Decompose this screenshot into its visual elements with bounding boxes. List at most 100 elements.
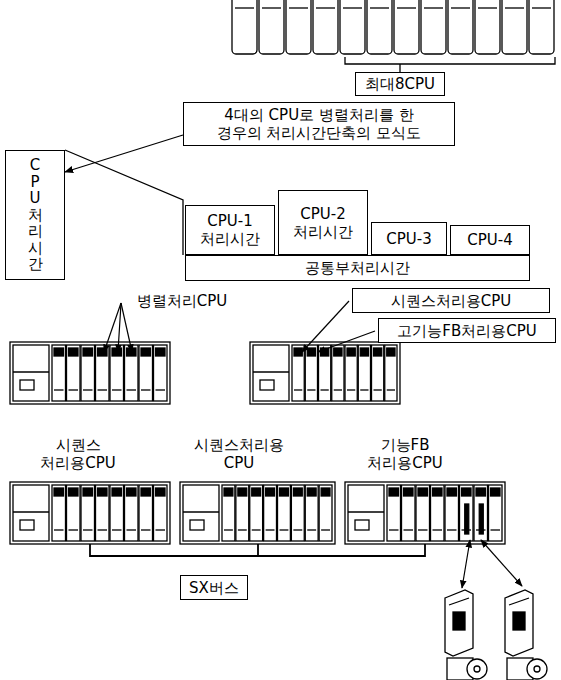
module-line (156, 389, 166, 390)
node-text: 시퀀스처리용CPU (391, 292, 512, 310)
module-led (433, 488, 443, 496)
module-line (83, 389, 93, 390)
module-line (141, 389, 151, 390)
module-led (83, 488, 93, 496)
module-line (397, 7, 416, 8)
bus-label-box: SX버스 (180, 575, 248, 600)
io-module (96, 485, 110, 541)
module-led (54, 348, 64, 356)
cpu-module (529, 0, 554, 54)
module-line (532, 7, 551, 8)
max-cpu-label-box: 최대8CPU (355, 72, 445, 96)
module-line (370, 7, 389, 8)
leader-arrows (90, 301, 522, 588)
module-line (334, 389, 342, 390)
node-text: CPU-4 (467, 231, 512, 249)
module-line (360, 389, 368, 390)
module-line (127, 389, 137, 390)
io-module (445, 485, 459, 541)
module-line (321, 529, 330, 530)
io-module (345, 345, 357, 401)
power-supply-line (183, 511, 219, 512)
motor-flange (527, 659, 547, 679)
module-line (83, 529, 93, 530)
module-led (347, 348, 355, 356)
common-time-bar: 공통부처리시간 (185, 255, 530, 281)
rack-function-fb (345, 482, 505, 544)
rack-sequence-2 (180, 482, 335, 544)
motor-flange (467, 659, 487, 679)
node-text: CPU-1 처리시간 (192, 212, 268, 248)
module-line (98, 529, 108, 530)
power-supply-line (348, 511, 384, 512)
io-module (154, 485, 168, 541)
power-supply (13, 485, 49, 541)
io-module (236, 485, 249, 541)
io-module (319, 345, 331, 401)
leader-arrow (121, 303, 132, 352)
module-line (280, 529, 289, 530)
io-module (387, 485, 401, 541)
io-module (110, 485, 124, 541)
io-module (358, 345, 370, 401)
rack-base (345, 482, 505, 544)
node-text: CPU-2 처리시간 (285, 205, 361, 241)
io-module (67, 485, 81, 541)
module-led (156, 488, 166, 496)
module-led (294, 348, 302, 356)
leader-arrow (104, 303, 121, 352)
io-module (305, 485, 318, 541)
module-line (293, 529, 302, 530)
power-supply-line (13, 511, 49, 512)
module-line (112, 389, 122, 390)
module-line (478, 7, 497, 8)
module-line (235, 7, 254, 8)
module-line (404, 529, 414, 530)
rack-parallel (10, 342, 170, 404)
leader-arrow (302, 301, 349, 352)
amp-line (509, 598, 529, 605)
module-line (307, 529, 316, 530)
module-line (54, 529, 64, 530)
module-led (266, 488, 275, 496)
io-module (250, 485, 263, 541)
module-line (266, 529, 275, 530)
io-module (125, 485, 139, 541)
module-led (112, 348, 122, 356)
module-led (54, 488, 64, 496)
node-text: 공통부처리시간 (305, 259, 410, 277)
module-line (262, 7, 281, 8)
callout-box: 시퀀스처리용CPU (352, 288, 550, 313)
connector (479, 504, 483, 534)
leader-arrow (318, 331, 375, 352)
cpu-time-bar: CPU-3 (371, 222, 447, 255)
module-led (293, 488, 302, 496)
amp-line (449, 598, 469, 605)
servo-amplifier (445, 590, 473, 656)
connector (465, 504, 469, 534)
cpu-time-bar: CPU-1 처리시간 (185, 205, 275, 255)
module-led (491, 488, 501, 496)
part-label: 시퀀스 처리용CPU (28, 436, 128, 472)
module-line (54, 389, 64, 390)
module-led (476, 488, 486, 496)
cpu-module (286, 0, 311, 54)
module-led (156, 348, 166, 356)
io-module (67, 345, 81, 401)
module-line (418, 529, 428, 530)
module-line (491, 529, 501, 530)
module-led (69, 488, 79, 496)
module-line (141, 529, 151, 530)
io-module (81, 485, 95, 541)
callout-box: 4대의 CPU로 병렬처리를 한 경우의 처리시간단축의 모식도 (183, 102, 455, 146)
io-module (431, 485, 445, 541)
drawing (10, 0, 555, 680)
node-text: 최대8CPU (365, 75, 435, 93)
cpu-module (313, 0, 338, 54)
io-module (81, 345, 95, 401)
node-text: CPU 처리 시간 (28, 157, 43, 273)
module-line (224, 529, 233, 530)
cpu-module (232, 0, 257, 54)
module-led (387, 348, 395, 356)
rack-sequence-fb (250, 342, 400, 404)
